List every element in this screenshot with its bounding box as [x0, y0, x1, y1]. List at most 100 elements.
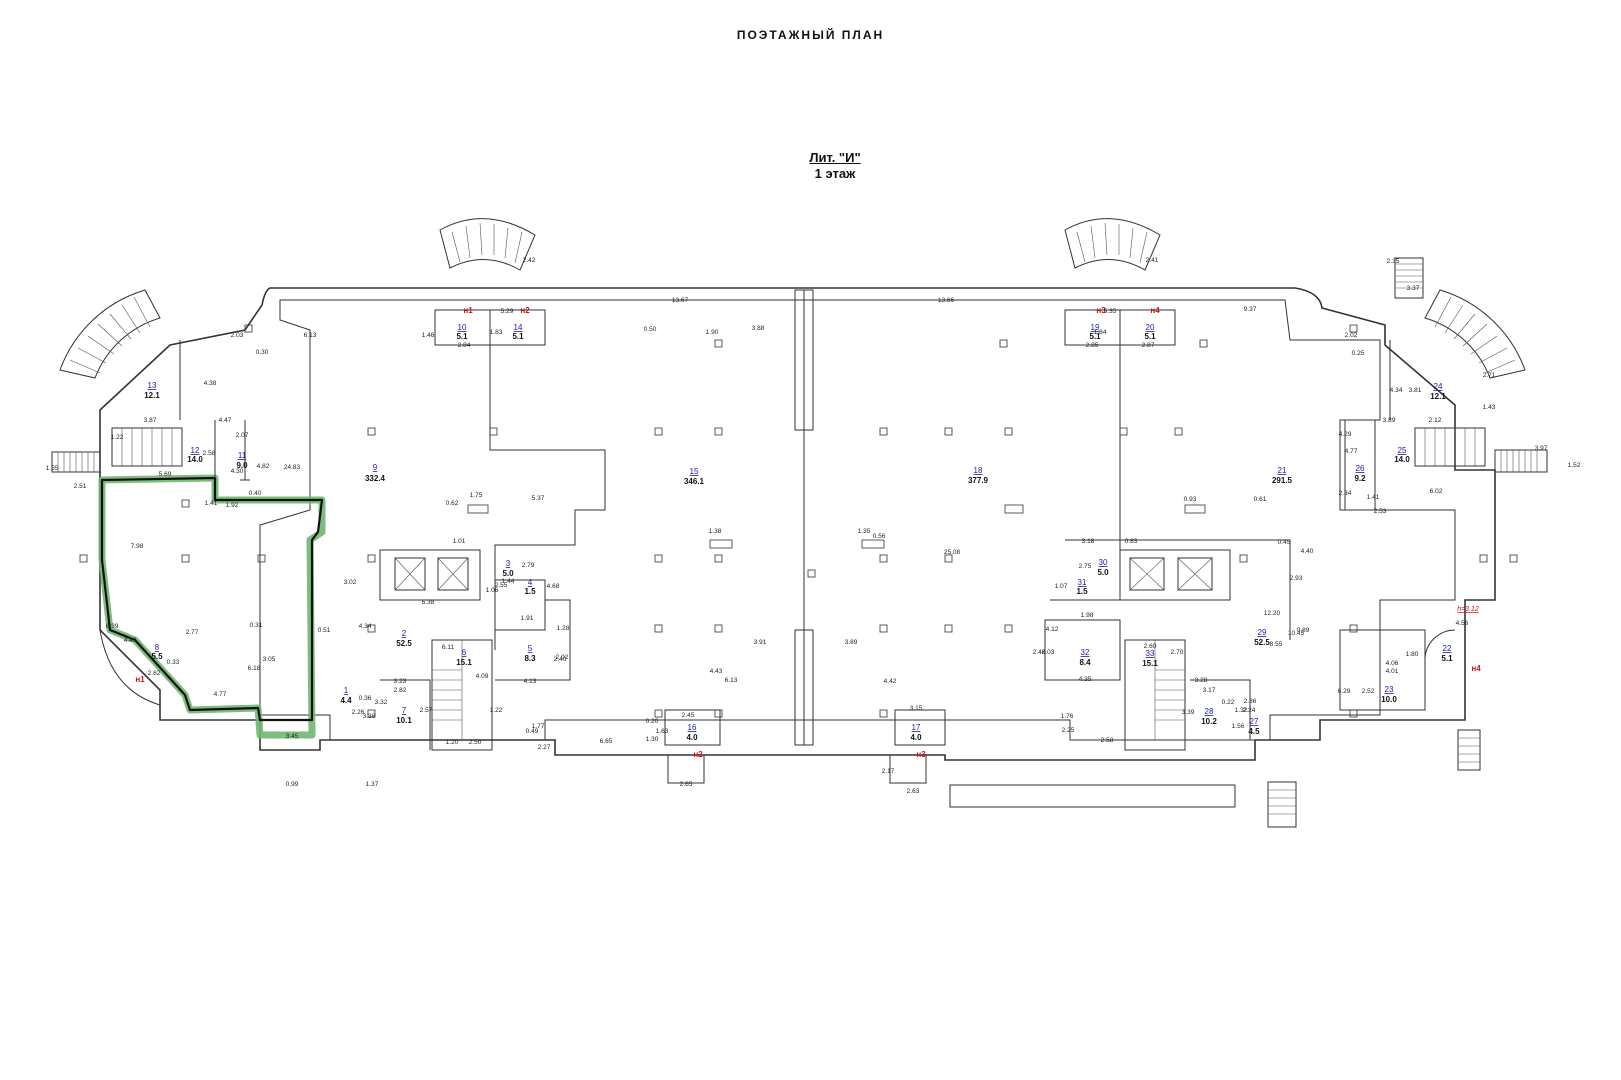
dimension-label: 1.32 [1235, 707, 1248, 714]
room-area: 9.2 [1354, 474, 1366, 483]
dimension-label: 24.83 [284, 464, 301, 471]
room-number: 4 [528, 578, 533, 587]
room-area: 332.4 [365, 474, 386, 483]
dimension-label: 2.65 [680, 781, 693, 788]
room-number: 16 [688, 723, 697, 732]
left-stair-fan [59, 289, 161, 379]
right-side-stair [1494, 449, 1548, 473]
dimension-label: 2.58 [1101, 737, 1114, 744]
room-area: 5.1 [456, 332, 468, 341]
dimension-label: 2.03 [1042, 649, 1055, 656]
dimension-label: 2.55 [495, 582, 508, 589]
dimension-label: 3.97 [1535, 445, 1548, 452]
dimension-label: 1.56 [1232, 723, 1245, 730]
dimension-label: 2.77 [186, 629, 199, 636]
dimension-label: 3.28 [1195, 677, 1208, 684]
room-number: 2 [402, 629, 407, 638]
room-area: 4.4 [340, 696, 352, 705]
entrance-marker: н4 [1471, 664, 1481, 673]
dimension-label: 2.84 [458, 342, 471, 349]
room-number: 10 [458, 323, 467, 332]
room-label: 269.2 [1354, 464, 1366, 483]
dimension-label: 0.89 [1297, 627, 1310, 634]
stair-upper-left [111, 427, 183, 467]
dimension-label: 2.40 [554, 656, 567, 663]
page-title: ПОЭТАЖНЫЙ ПЛАН [736, 28, 885, 42]
dimension-label: 2.35 [1387, 258, 1400, 265]
dimension-label: 0.31 [250, 622, 263, 629]
floor-label: 1 этаж [814, 166, 856, 181]
room-area: 12.1 [1430, 392, 1446, 401]
entrance-marker: н4 [1150, 306, 1160, 315]
dimension-label: 1.52 [1568, 462, 1581, 469]
dimension-label: 1.55 [46, 465, 59, 472]
dimension-label: 2.62 [148, 670, 161, 677]
room-number: 26 [1356, 464, 1365, 473]
dimension-label: 0.30 [256, 349, 269, 356]
right-stair-fan [1424, 289, 1526, 379]
dimension-label: 1.92 [226, 502, 239, 509]
room-label: 105.1 [456, 323, 468, 341]
room-number: 12 [191, 446, 200, 455]
dimension-label: 2.34 [1339, 490, 1352, 497]
room-number: 18 [974, 466, 983, 475]
dimension-label: 2.79 [522, 562, 535, 569]
dimension-label: 1.37 [366, 781, 379, 788]
dimension-label: 4.56 [1456, 620, 1469, 627]
dimension-label: 4.12 [1046, 626, 1059, 633]
dimension-label: 2.42 [523, 257, 536, 264]
room-area: 8.3 [524, 654, 536, 663]
dimension-label: 6.39 [106, 623, 119, 630]
dimension-label: 2.46 [1033, 649, 1046, 656]
dimension-label: 2.70 [1171, 649, 1184, 656]
room-area: 14.0 [1394, 455, 1410, 464]
room-number: 11 [238, 451, 247, 460]
dimension-label: 2.93 [1290, 575, 1303, 582]
dimension-label: 0.22 [1222, 699, 1235, 706]
room-area: 10.1 [396, 716, 412, 725]
dimension-label: 3.17 [1203, 687, 1216, 694]
dimension-label: 2.57 [420, 707, 433, 714]
dimension-label: 0.50 [644, 326, 657, 333]
stair-upper-right [1414, 427, 1486, 467]
room-number: 6 [462, 648, 467, 657]
dimension-label: 2.26 [352, 709, 365, 716]
dimension-label: 1.44 [502, 578, 515, 585]
room-label: 252.5 [396, 629, 412, 648]
top-stair-fan-2 [1064, 218, 1161, 271]
dimension-label: 4.47 [219, 417, 232, 424]
dimension-label: 3.18 [1082, 538, 1095, 545]
dimension-label: 6.11 [442, 644, 455, 651]
room-number: 8 [155, 643, 160, 652]
dimension-label: 3.02 [344, 579, 357, 586]
dimension-label: 6.13 [725, 677, 738, 684]
room-number: 5 [528, 644, 533, 653]
dimension-label: 2.45 [682, 712, 695, 719]
dimension-label: 3.38 [363, 713, 376, 720]
dimension-label: 2.87 [1142, 342, 1155, 349]
dimension-label: 0.33 [167, 659, 180, 666]
room-area: 377.9 [968, 476, 989, 485]
dimension-label: 1.06 [486, 587, 499, 594]
dimension-label: 2.02 [1345, 332, 1358, 339]
dimension-label: 4.77 [1345, 448, 1358, 455]
dimension-label: 1.01 [453, 538, 466, 545]
dimension-label: 4.01 [1386, 668, 1399, 675]
room-area: 52.5 [396, 639, 412, 648]
dimension-label: 1.77 [532, 723, 545, 730]
dimension-label: 5.69 [159, 471, 172, 478]
dimension-label: 3.05 [263, 656, 276, 663]
dimension-label: 2.02 [556, 654, 569, 661]
dimension-label: 1.80 [1406, 651, 1419, 658]
dimension-label: 0.51 [318, 627, 331, 634]
dimension-label: 3.32 [375, 699, 388, 706]
dimension-label: 1.63 [656, 728, 669, 735]
dimension-label: 4.34 [359, 623, 372, 630]
